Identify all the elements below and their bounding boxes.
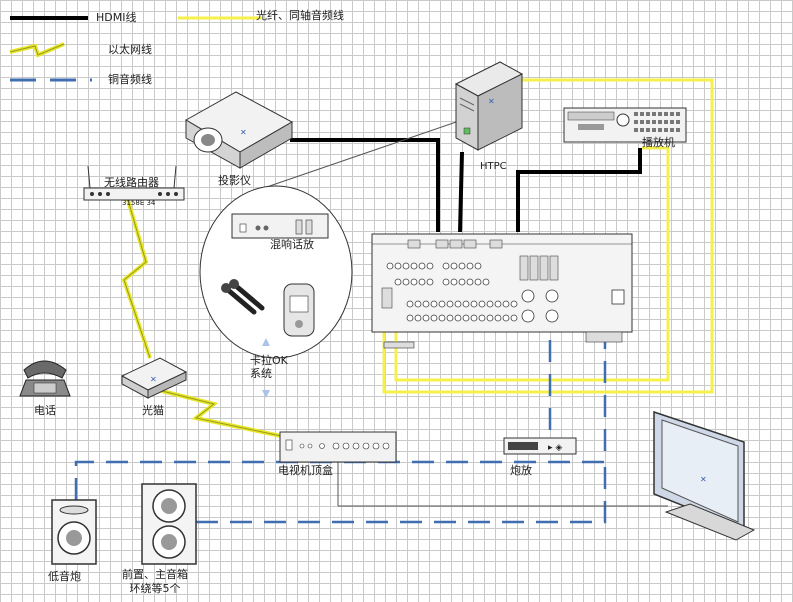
legend-ethernet-label: 以太网线 — [108, 43, 152, 56]
settop-label: 电视机顶盒 — [278, 464, 333, 477]
player-label: 播放机 — [642, 136, 675, 149]
svg-text:✕: ✕ — [700, 475, 707, 484]
hdmi-lines — [290, 138, 642, 233]
router-device[interactable] — [83, 165, 185, 201]
copper-lines — [74, 338, 607, 524]
router-label: 无线路由器 — [104, 176, 159, 189]
legend-hdmi-label: HDMI线 — [96, 11, 137, 24]
av-receiver[interactable] — [371, 233, 633, 349]
svg-text:✕: ✕ — [488, 97, 495, 106]
thin-lines — [257, 119, 668, 507]
cannon-amp[interactable]: ▸ ◈ — [503, 437, 577, 455]
projector-device[interactable]: ✕ — [184, 91, 294, 169]
projector-label: 投影仪 — [218, 174, 251, 187]
htpc-device[interactable]: ✕ — [454, 61, 524, 151]
karaoke-label: 卡拉OK 系统 — [250, 354, 288, 380]
svg-text:✕: ✕ — [240, 128, 247, 137]
speakers-label: 前置、主音箱 环绕等5个 — [122, 568, 188, 595]
modem-device[interactable]: ✕ — [120, 357, 188, 399]
svg-text:✕: ✕ — [150, 375, 157, 384]
legend — [9, 16, 262, 82]
router-model-label: 3158E 34 — [122, 199, 156, 207]
cannon-label: 炮放 — [510, 464, 532, 477]
legend-copper-label: 铜音频线 — [108, 73, 152, 86]
htpc-label: HTPC — [480, 161, 507, 172]
svg-text:▸ ◈: ▸ ◈ — [548, 443, 562, 453]
subwoofer-label: 低音炮 — [48, 570, 81, 583]
legend-fiber-label: 光纤、同轴音频线 — [256, 9, 344, 22]
microphone-icon — [221, 279, 265, 315]
amp-karaoke-label: 混响话放 — [270, 238, 314, 251]
phone-device[interactable] — [19, 360, 71, 397]
remote-icon — [283, 283, 315, 337]
modem-label: 光猫 — [142, 404, 164, 417]
main-speakers[interactable] — [141, 483, 197, 565]
tv-device[interactable]: ✕ — [653, 410, 756, 541]
karaoke-system[interactable] — [199, 185, 353, 398]
subwoofer-device[interactable] — [51, 499, 97, 565]
player-device[interactable] — [563, 107, 687, 143]
phone-label: 电话 — [34, 404, 56, 417]
fiber-lines — [382, 78, 714, 394]
settop-box[interactable] — [279, 431, 397, 463]
